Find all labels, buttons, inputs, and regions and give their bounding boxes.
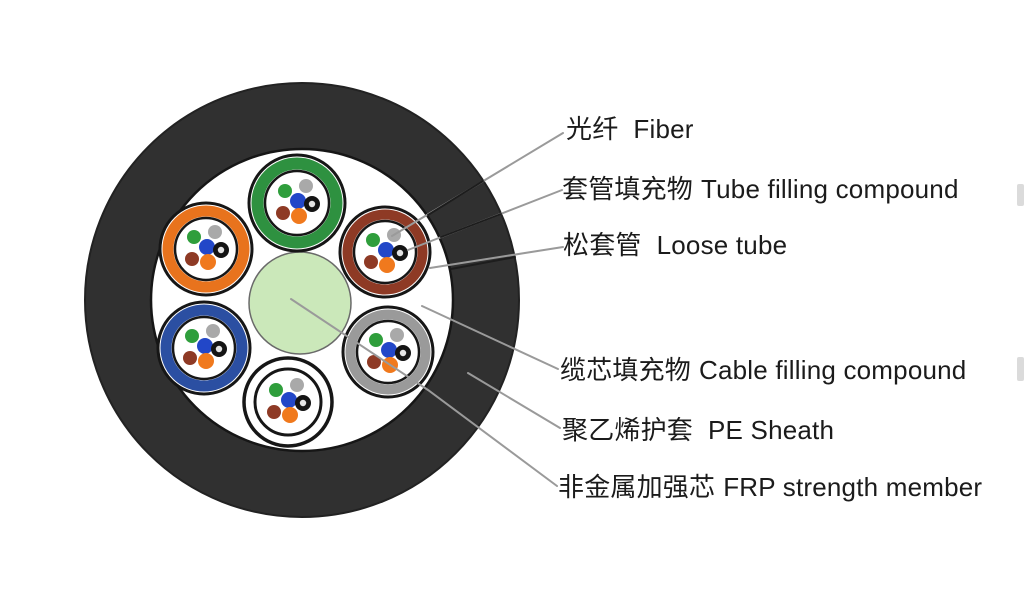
- loose-tube-green: [247, 153, 347, 253]
- label-fiber: 光纤 Fiber: [566, 116, 694, 142]
- frp-strength-member-core: [248, 251, 352, 355]
- label-loose-tube: 松套管 Loose tube: [563, 232, 787, 258]
- loose-tube-white: [242, 356, 334, 448]
- leader-line-pe-sheath: [467, 372, 561, 429]
- label-tube-filling-zh: 套管填充物: [562, 174, 694, 204]
- loose-tube-blue: [156, 300, 252, 396]
- label-cable-filling-en: Cable filling compound: [699, 355, 967, 385]
- leader-line-cable-filling: [421, 305, 559, 370]
- label-frp-zh: 非金属加强芯: [558, 472, 716, 502]
- label-tube-filling-en: Tube filling compound: [701, 174, 959, 204]
- leader-lines: [290, 132, 564, 487]
- loose-tube-gray: [341, 305, 435, 399]
- label-fiber-en: Fiber: [633, 114, 694, 144]
- loose-tube-brown: [338, 205, 432, 299]
- label-pe-sheath: 聚乙烯护套 PE Sheath: [562, 417, 834, 443]
- label-frp-en: FRP strength member: [723, 472, 983, 502]
- clipped-text-fragment-top: [1017, 184, 1024, 206]
- leader-line-loose-tube-sheath-segment: [450, 256, 516, 270]
- label-cable-filling-zh: 缆芯填充物: [560, 355, 692, 385]
- label-loose-tube-en: Loose tube: [656, 230, 788, 260]
- leader-line-frp: [290, 298, 558, 487]
- label-pe-sheath-en: PE Sheath: [708, 415, 835, 445]
- loose-tube-orange: [158, 201, 254, 297]
- leader-line-loose-tube: [429, 246, 564, 269]
- label-pe-sheath-zh: 聚乙烯护套: [562, 415, 694, 445]
- clipped-text-fragment-bottom: [1017, 357, 1024, 381]
- leader-line-tube-filling-sheath-segment: [440, 213, 502, 238]
- leader-line-fiber-sheath-segment: [427, 180, 484, 216]
- label-loose-tube-zh: 松套管: [563, 230, 642, 260]
- label-fiber-zh: 光纤: [566, 114, 619, 144]
